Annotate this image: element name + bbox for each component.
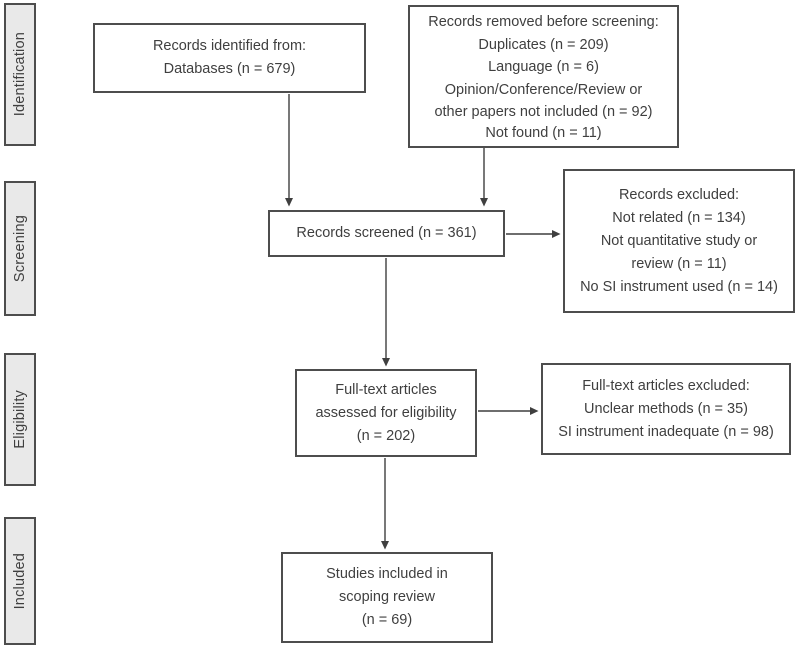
box-text-line: Unclear methods (n = 35) [583,400,748,417]
box-text-line: (n = 202) [356,427,416,444]
box-text-line: Records removed before screening: [428,14,659,31]
stage-identification: Identification [4,3,36,146]
box-text-line: SI instrument inadequate (n = 98) [558,423,774,440]
box-text-line: Records excluded: [618,186,740,203]
stage-included: Included [4,517,36,645]
box-records-screened: Records screened (n = 361) [268,210,505,257]
box-text-line: Language (n = 6) [488,59,599,76]
box-fulltext-excluded: Full-text articles excluded: Unclear met… [541,363,791,455]
box-text-line: scoping review [339,589,435,605]
box-records-identified: Records identified from: Databases (n = … [93,23,366,93]
box-text-line: Not found (n = 11) [485,124,602,141]
box-text-line: Records screened (n = 361) [296,225,477,241]
box-fulltext-assessed: Full-text articles assessed for eligibil… [295,369,477,457]
box-studies-included: Studies included in scoping review (n = … [281,552,493,643]
stage-screening: Screening [4,181,36,316]
stage-screening-label: Screening [12,214,28,283]
box-records-removed: Records removed before screening: Duplic… [408,5,679,148]
box-text-line: review (n = 11) [631,255,727,272]
box-text-line: Records identified from: [152,38,307,54]
box-text-line: Not quantitative study or [600,232,758,249]
box-text-line: No SI instrument used (n = 14) [580,278,778,295]
box-records-excluded: Records excluded: Not related (n = 134) … [563,169,795,313]
stage-identification-label: Identification [12,32,28,117]
box-text-line: other papers not included (n = 92) [434,104,653,121]
box-text-line: Full-text articles excluded: [582,377,750,394]
stage-included-label: Included [12,552,28,610]
box-text-line: Duplicates (n = 209) [478,36,609,53]
box-text-line: Full-text articles [335,381,437,398]
box-text-line: Databases (n = 679) [163,61,296,77]
box-text-line: Opinion/Conference/Review or [444,81,643,98]
box-text-line: assessed for eligibility [315,404,457,421]
box-text-line: (n = 69) [361,612,413,628]
box-text-line: Studies included in [326,566,448,582]
stage-eligibility-label: Eligibility [12,390,28,449]
stage-eligibility: Eligibility [4,353,36,486]
box-text-line: Not related (n = 134) [612,209,746,226]
